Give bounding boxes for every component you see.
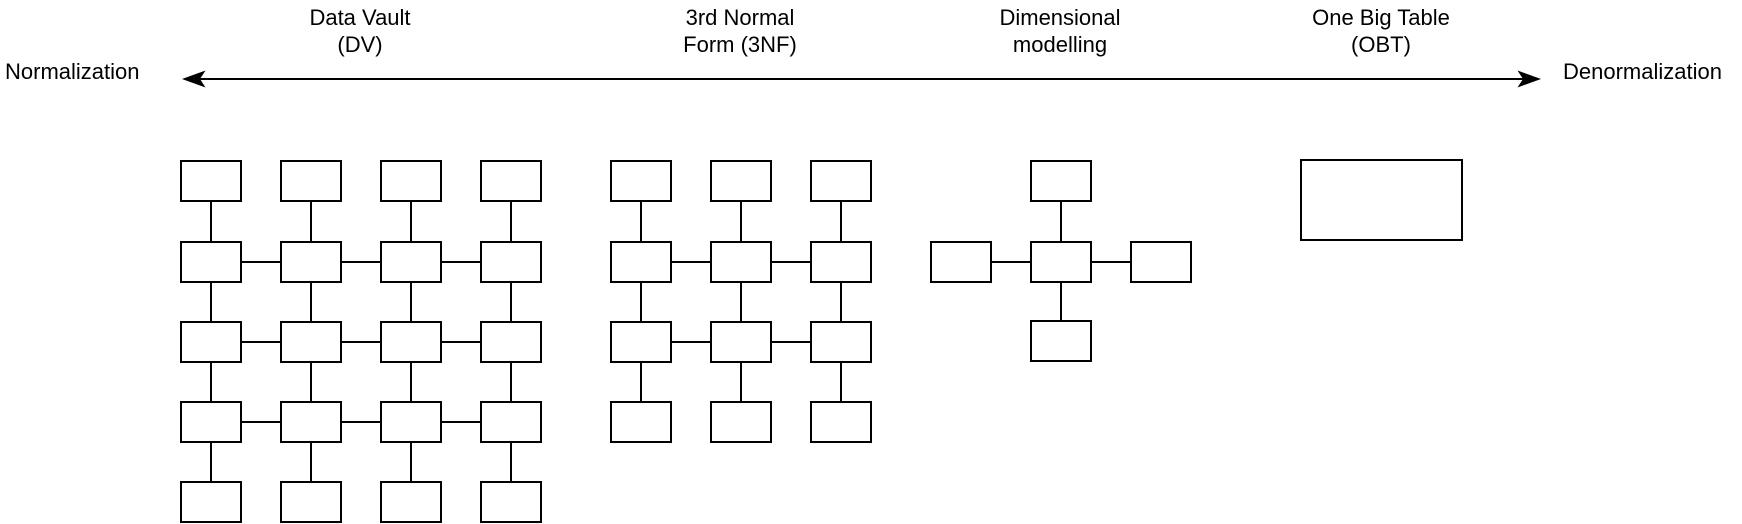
label-line-2: Form (3NF) (683, 32, 797, 57)
label-dimensional-modelling: Dimensional modelling (999, 4, 1120, 58)
table-box (480, 241, 542, 283)
label-data-vault: Data Vault (DV) (309, 4, 410, 58)
table-box (480, 321, 542, 363)
table-box (280, 321, 342, 363)
arrowhead-left-icon (182, 70, 206, 88)
table-box (610, 160, 672, 202)
normalization-label: Normalization (5, 59, 140, 84)
denormalization-label: Denormalization (1563, 59, 1722, 84)
table-box (610, 241, 672, 283)
table-box (180, 160, 242, 202)
table-box (810, 241, 872, 283)
table-box (1030, 160, 1092, 202)
table-box (180, 481, 242, 523)
normalization-axis-arrow (182, 70, 1541, 88)
table-box (710, 241, 772, 283)
table-box (610, 321, 672, 363)
label-line-1: Dimensional (999, 5, 1121, 30)
table-box (810, 401, 872, 443)
table-box (280, 241, 342, 283)
label-line-2: (DV) (337, 32, 383, 57)
label-one-big-table: One Big Table (OBT) (1312, 4, 1450, 58)
table-box (710, 401, 772, 443)
table-box (280, 481, 342, 523)
table-box (1130, 241, 1192, 283)
table-box (480, 401, 542, 443)
table-box (710, 160, 772, 202)
one-big-table-diagram (1300, 159, 1463, 241)
table-box (380, 321, 442, 363)
table-box (280, 401, 342, 443)
data-vault-diagram (180, 160, 542, 523)
table-box (810, 160, 872, 202)
third-normal-form-diagram (610, 160, 872, 443)
table-box (810, 321, 872, 363)
table-box (1030, 241, 1092, 283)
table-box (1300, 159, 1463, 241)
table-box (180, 241, 242, 283)
table-box (180, 321, 242, 363)
label-line-1: One Big Table (1312, 5, 1450, 30)
table-box (380, 401, 442, 443)
table-box (380, 481, 442, 523)
table-box (480, 481, 542, 523)
label-line-1: 3rd Normal (685, 5, 795, 30)
table-box (380, 241, 442, 283)
table-box (280, 160, 342, 202)
label-line-2: (OBT) (1351, 32, 1411, 57)
dimensional-modelling-diagram (930, 160, 1192, 362)
table-box (480, 160, 542, 202)
table-box (1030, 320, 1092, 362)
label-line-1: Data Vault (309, 5, 411, 30)
table-box (180, 401, 242, 443)
label-third-normal-form: 3rd Normal Form (3NF) (683, 4, 797, 58)
label-line-2: modelling (1012, 32, 1108, 57)
table-box (610, 401, 672, 443)
table-box (710, 321, 772, 363)
table-box (380, 160, 442, 202)
arrowhead-right-icon (1517, 70, 1541, 88)
table-box (930, 241, 992, 283)
